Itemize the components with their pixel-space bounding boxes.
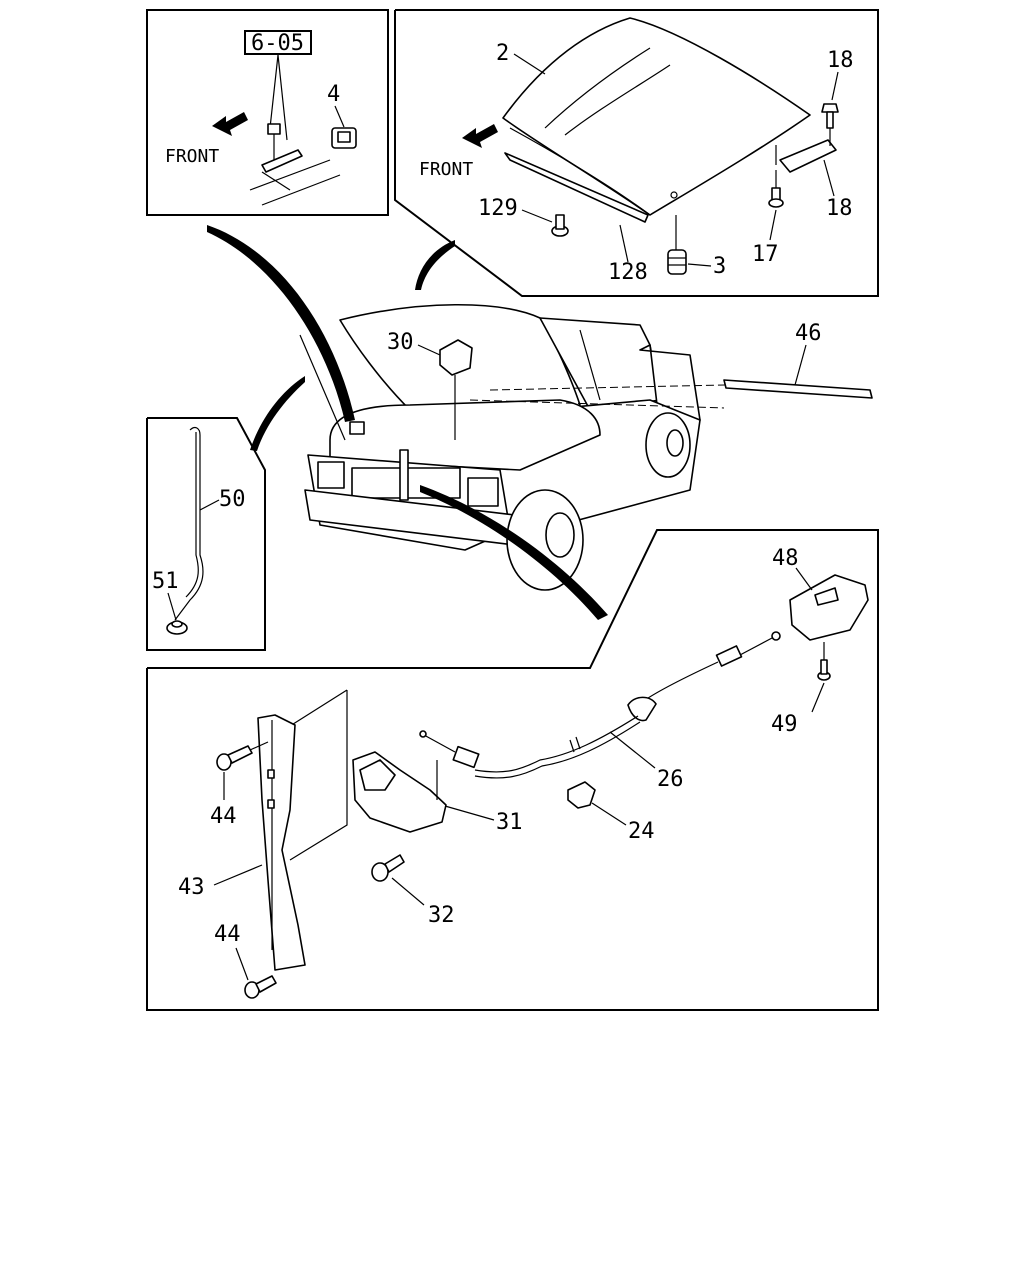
callout-17: 18 bbox=[826, 196, 853, 221]
sweep-to-hood bbox=[415, 240, 455, 290]
sweep-to-bumper bbox=[207, 225, 355, 422]
hood-bumper-part bbox=[331, 127, 357, 149]
callout-18-upper: 18 bbox=[827, 48, 854, 73]
callout-26: 26 bbox=[657, 767, 684, 792]
support-bolt-lower bbox=[244, 975, 277, 999]
retainer-clip bbox=[551, 214, 569, 237]
callout-128: 128 bbox=[608, 260, 648, 285]
hood-seal-strip bbox=[504, 152, 649, 223]
front-label: FRONT bbox=[165, 146, 219, 167]
hood-bumper-on-vehicle bbox=[349, 421, 365, 435]
callout-44-upper: 44 bbox=[210, 804, 237, 829]
engine-bay bbox=[329, 399, 601, 471]
hood-latch-assembly bbox=[289, 689, 447, 861]
latch-mounting-bolt bbox=[371, 854, 405, 882]
callout-50: 50 bbox=[219, 487, 246, 512]
callout-44-lower: 44 bbox=[214, 922, 241, 947]
callout-129: 129 bbox=[478, 196, 518, 221]
weatherstrip-seal bbox=[469, 379, 873, 409]
hinge-bolt-upper bbox=[821, 103, 839, 146]
latch-support-bracket bbox=[257, 714, 306, 971]
panel-hood-assembly: 2 FRONT 128 129 3 bbox=[394, 9, 879, 297]
callout-24: 24 bbox=[628, 819, 655, 844]
safety-catch-bracket bbox=[439, 339, 473, 440]
callout-3: 3 bbox=[713, 254, 726, 279]
callout-30: 30 bbox=[387, 330, 414, 355]
sweep-to-latch bbox=[420, 485, 608, 620]
headlamp-left bbox=[317, 461, 345, 489]
callout-51: 51 bbox=[152, 569, 179, 594]
hood-panel-surface bbox=[249, 159, 341, 206]
rear-wheel bbox=[645, 412, 691, 478]
callout-2: 2 bbox=[496, 41, 509, 66]
callout-43: 43 bbox=[178, 875, 205, 900]
hood-release-handle bbox=[789, 574, 869, 641]
headlamp-right bbox=[467, 477, 499, 507]
support-bolt-upper bbox=[216, 741, 269, 771]
hood-prop-rod bbox=[299, 334, 346, 441]
hood-hinge-bracket bbox=[775, 139, 837, 173]
reference-box bbox=[244, 30, 312, 55]
prop-rod-grommet bbox=[166, 620, 188, 635]
front-direction-arrow bbox=[212, 112, 248, 136]
callout-18-lower: 17 bbox=[752, 242, 779, 267]
panel-hood-bumper-detail: 6-05 FRONT 4 bbox=[146, 9, 389, 216]
panel-hood-prop-rod: 50 51 bbox=[146, 417, 266, 651]
front-label: FRONT bbox=[419, 159, 473, 180]
front-direction-arrow bbox=[462, 124, 498, 148]
vehicle-illustration: 30 46 bbox=[299, 303, 873, 591]
hood-release-cable bbox=[419, 631, 781, 779]
panel-hood-latch-and-release-cable: 48 49 26 24 bbox=[146, 529, 879, 1011]
hood-panel bbox=[502, 17, 811, 216]
bolt-part bbox=[261, 123, 303, 173]
callout-46: 46 bbox=[795, 321, 822, 346]
hinge-bolt-lower bbox=[768, 170, 784, 208]
hood-prop-rod bbox=[174, 426, 204, 621]
sweep-to-prop-rod bbox=[250, 376, 305, 451]
callout-4: 4 bbox=[327, 82, 340, 107]
callout-32: 32 bbox=[428, 903, 455, 928]
cable-clip bbox=[567, 781, 596, 809]
front-wheel bbox=[506, 489, 584, 591]
callout-31: 31 bbox=[496, 810, 523, 835]
handle-mounting-screw bbox=[817, 642, 831, 681]
hood-rubber-bumper bbox=[667, 215, 687, 275]
callout-49: 49 bbox=[771, 712, 798, 737]
hood-latch-striker bbox=[399, 449, 409, 501]
reference-number: 6-05 bbox=[251, 31, 304, 56]
callout-48: 48 bbox=[772, 546, 799, 571]
